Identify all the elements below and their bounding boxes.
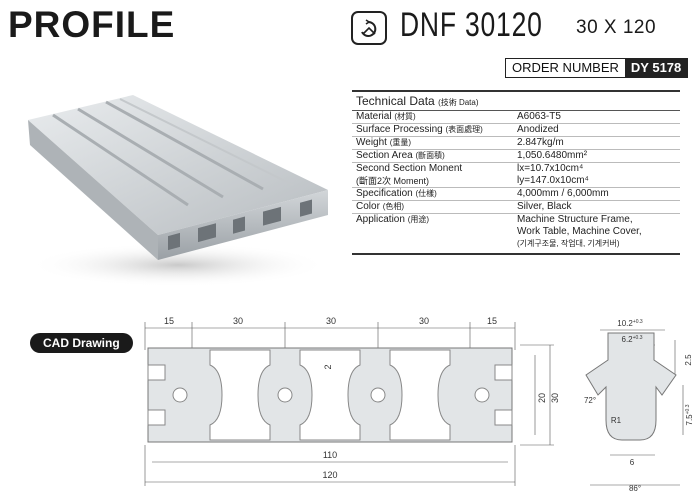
order-number-box: ORDER NUMBER DY 5178: [505, 58, 689, 78]
table-row: Specification (仕樣) 4,000mm / 6,000mm: [352, 188, 680, 201]
table-row: (斷面2次 Moment) ly=147.0x10cm⁴: [352, 175, 680, 188]
svg-text:6.2+0.3: 6.2+0.3: [622, 335, 643, 344]
technical-data-table: Technical Data (技術 Data) Material (材質) A…: [352, 90, 680, 255]
slot-detail-drawing: 10.2+0.3 6.2+0.3 2.5 72° R1 7.5+0.3 6 86…: [584, 319, 694, 493]
svg-text:2.5: 2.5: [684, 354, 693, 366]
table-row: Application (用途) Machine Structure Frame…: [352, 214, 680, 255]
page-title: PROFILE: [8, 4, 176, 45]
table-row: Weight (重量) 2.847kg/m: [352, 137, 680, 150]
svg-text:86°: 86°: [629, 484, 641, 493]
profile-logo-icon: [351, 11, 387, 45]
dim-label: 30: [550, 393, 560, 403]
table-row: Color (色相) Silver, Black: [352, 201, 680, 214]
dim-label: 30: [326, 316, 336, 326]
cad-section-drawing: 15 30 30 30 15 110 120 2 20 30: [144, 316, 560, 486]
cad-drawing-badge: CAD Drawing: [30, 333, 133, 353]
table-row: Surface Processing (表面處理) Anodized: [352, 124, 680, 137]
profile-product-image: [28, 95, 328, 287]
svg-text:6: 6: [630, 458, 635, 467]
svg-text:72°: 72°: [584, 396, 596, 405]
svg-text:7.5+0.3: 7.5+0.3: [685, 404, 694, 425]
svg-text:10.2+0.3: 10.2+0.3: [617, 319, 643, 328]
table-row: Second Section Monent lx=10.7x10cm⁴: [356, 163, 584, 174]
dim-label: 30: [233, 316, 243, 326]
model-number: DNF 30120: [400, 6, 543, 44]
table-row: Section Area (斷面積) 1,050.6480mm²: [352, 150, 680, 163]
dim-label: 120: [322, 470, 337, 480]
dim-label: 15: [164, 316, 174, 326]
dim-label: 110: [323, 450, 337, 460]
svg-text:R1: R1: [611, 416, 622, 425]
technical-data-heading: Technical Data (技術 Data): [352, 90, 680, 111]
dim-label: 15: [487, 316, 497, 326]
dim-label: 30: [419, 316, 429, 326]
profile-size: 30 X 120: [576, 17, 657, 38]
order-number-code: DY 5178: [624, 59, 688, 77]
dim-label: 2: [323, 364, 333, 369]
order-number-label: ORDER NUMBER: [512, 60, 619, 75]
dim-label: 20: [537, 393, 547, 403]
table-row: Material (材質) A6063-T5: [352, 111, 680, 124]
